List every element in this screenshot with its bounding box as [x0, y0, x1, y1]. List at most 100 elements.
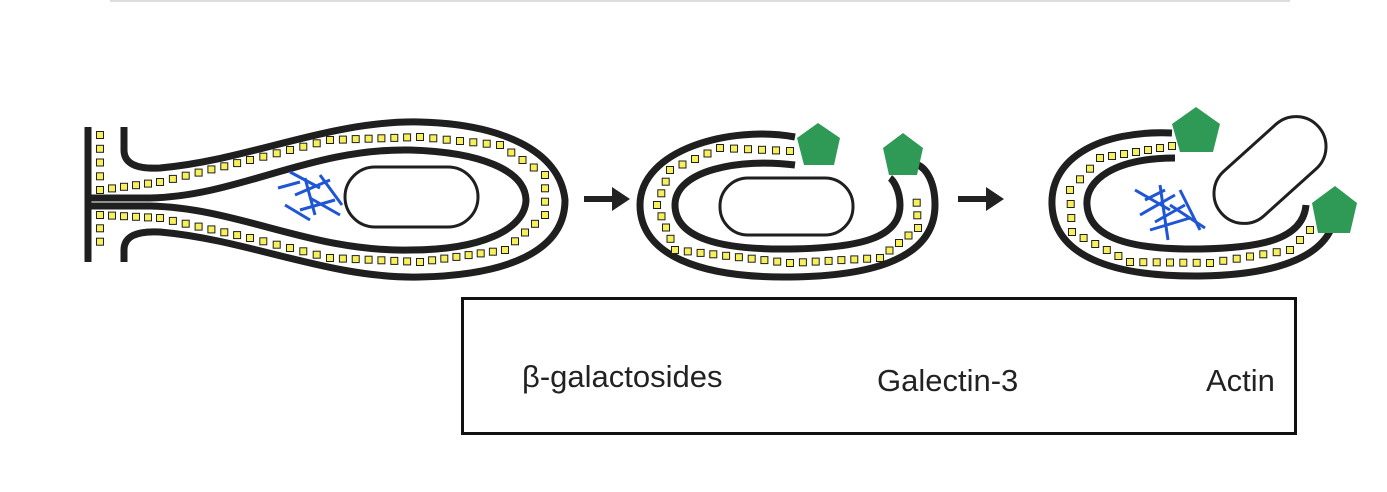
- beta-galactoside-square: [377, 256, 386, 265]
- beta-galactoside-square: [246, 156, 254, 164]
- beta-galactoside-square: [194, 168, 203, 177]
- beta-galactoside-square: [501, 246, 509, 254]
- beta-galactoside-square: [416, 258, 424, 266]
- beta-galactoside-square: [144, 179, 152, 188]
- beta-galactoside-square: [657, 212, 666, 221]
- beta-galactoside-square: [541, 171, 549, 179]
- beta-galactoside-squares-1: [96, 131, 549, 266]
- beta-galactoside-square: [1296, 236, 1304, 244]
- beta-galactoside-square: [518, 156, 527, 164]
- beta-galactoside-square: [132, 181, 140, 190]
- panel-3-ruptured-vacuole: [1048, 107, 1357, 280]
- beta-galactoside-square: [798, 258, 807, 267]
- beta-galactoside-square: [914, 224, 922, 232]
- beta-galactoside-square: [876, 254, 884, 262]
- beta-galactoside-square: [364, 134, 373, 143]
- galectin-3-pentagon-icon: [883, 133, 923, 175]
- beta-galactoside-square: [246, 234, 254, 242]
- beta-galactoside-square: [1139, 258, 1148, 267]
- beta-galactoside-square: [691, 155, 699, 163]
- beta-galactoside-square: [722, 251, 731, 260]
- beta-galactoside-square: [181, 219, 190, 228]
- beta-galactoside-square: [326, 254, 334, 262]
- beta-galactoside-square: [403, 257, 412, 266]
- beta-galactoside-square: [786, 147, 794, 155]
- beta-galactoside-square: [1079, 234, 1088, 242]
- beta-galactoside-square: [541, 197, 549, 206]
- beta-galactoside-square: [338, 135, 347, 144]
- beta-galactoside-square: [482, 139, 491, 148]
- beta-galactoside-square: [1306, 226, 1314, 234]
- beta-galactoside-square: [207, 225, 216, 234]
- beta-galactoside-square: [863, 254, 872, 263]
- beta-galactoside-square: [108, 184, 116, 193]
- beta-galactoside-square: [1166, 258, 1174, 267]
- beta-galactoside-square: [286, 244, 294, 252]
- beta-galactoside-square: [108, 211, 116, 220]
- beta-galactoside-square: [272, 149, 281, 158]
- beta-galactoside-square: [464, 251, 473, 260]
- beta-galactoside-square: [233, 231, 242, 240]
- beta-galactoside-square: [786, 259, 794, 267]
- beta-galactoside-square: [377, 134, 386, 143]
- beta-galactoside-square: [507, 148, 516, 157]
- beta-galactoside-square: [541, 184, 549, 193]
- beta-galactoside-square: [1272, 248, 1281, 257]
- beta-galactoside-square: [476, 249, 485, 258]
- bacterium-1: [343, 165, 480, 229]
- legend-box: [461, 297, 1297, 435]
- beta-galactoside-square: [1086, 164, 1094, 173]
- beta-galactoside-square: [511, 237, 519, 246]
- beta-galactoside-square: [220, 228, 229, 237]
- beta-galactoside-square: [1102, 246, 1111, 254]
- beta-galactoside-square: [496, 141, 504, 149]
- beta-galactoside-square: [760, 256, 769, 265]
- beta-galactoside-square: [709, 250, 718, 259]
- beta-galactoside-square: [456, 137, 464, 145]
- beta-galactoside-square: [1096, 154, 1104, 162]
- beta-galactoside-square: [1232, 254, 1241, 263]
- beta-galactoside-square: [541, 211, 549, 219]
- beta-galactoside-square: [904, 231, 913, 240]
- beta-galactoside-square: [120, 212, 128, 221]
- beta-galactoside-square: [1156, 144, 1164, 152]
- beta-galactoside-square: [181, 171, 190, 180]
- beta-galactoside-square: [683, 247, 692, 256]
- beta-galactoside-square: [895, 239, 903, 247]
- beta-galactoside-square: [811, 257, 820, 266]
- arrow-right-icon-head: [986, 187, 1004, 211]
- beta-galactoside-squares-2: [653, 144, 922, 267]
- panel-1-elongated-vacuole: [84, 118, 569, 281]
- beta-galactoside-square: [220, 162, 229, 171]
- beta-galactoside-square: [657, 189, 666, 198]
- legend-galectin-3-label: Galectin-3: [877, 363, 1019, 398]
- beta-galactoside-square: [338, 254, 347, 263]
- beta-galactoside-square: [1120, 150, 1128, 158]
- beta-galactoside-square: [1152, 258, 1161, 267]
- beta-galactoside-square: [1126, 258, 1134, 266]
- beta-galactoside-square: [1206, 259, 1214, 267]
- beta-galactoside-square: [1144, 146, 1152, 154]
- beta-galactoside-square: [194, 222, 203, 231]
- legend-beta-galactosides-label: β-galactosides: [522, 359, 723, 394]
- galectin-3-pentagon-icon: [1172, 107, 1220, 152]
- beta-galactoside-square: [1114, 252, 1123, 260]
- beta-galactoside-square: [1192, 258, 1201, 267]
- beta-galactoside-square: [96, 186, 104, 194]
- beta-galactoside-square: [156, 214, 164, 222]
- beta-galactoside-square: [132, 212, 140, 221]
- beta-galactoside-square: [168, 216, 177, 225]
- beta-galactoside-square: [773, 257, 782, 266]
- beta-galactoside-square: [1066, 186, 1074, 194]
- beta-galactoside-square: [272, 240, 281, 249]
- beta-galactoside-square: [1068, 228, 1076, 236]
- beta-galactoside-square: [730, 144, 738, 153]
- actin-cluster-3: [1134, 184, 1206, 241]
- galectin-3-pentagon-icon: [797, 123, 840, 165]
- beta-galactoside-square: [286, 146, 294, 154]
- beta-galactoside-square: [1246, 252, 1254, 261]
- beta-galactoside-square: [1179, 258, 1188, 267]
- beta-galactoside-square: [96, 131, 104, 139]
- beta-galactoside-square: [1076, 175, 1084, 184]
